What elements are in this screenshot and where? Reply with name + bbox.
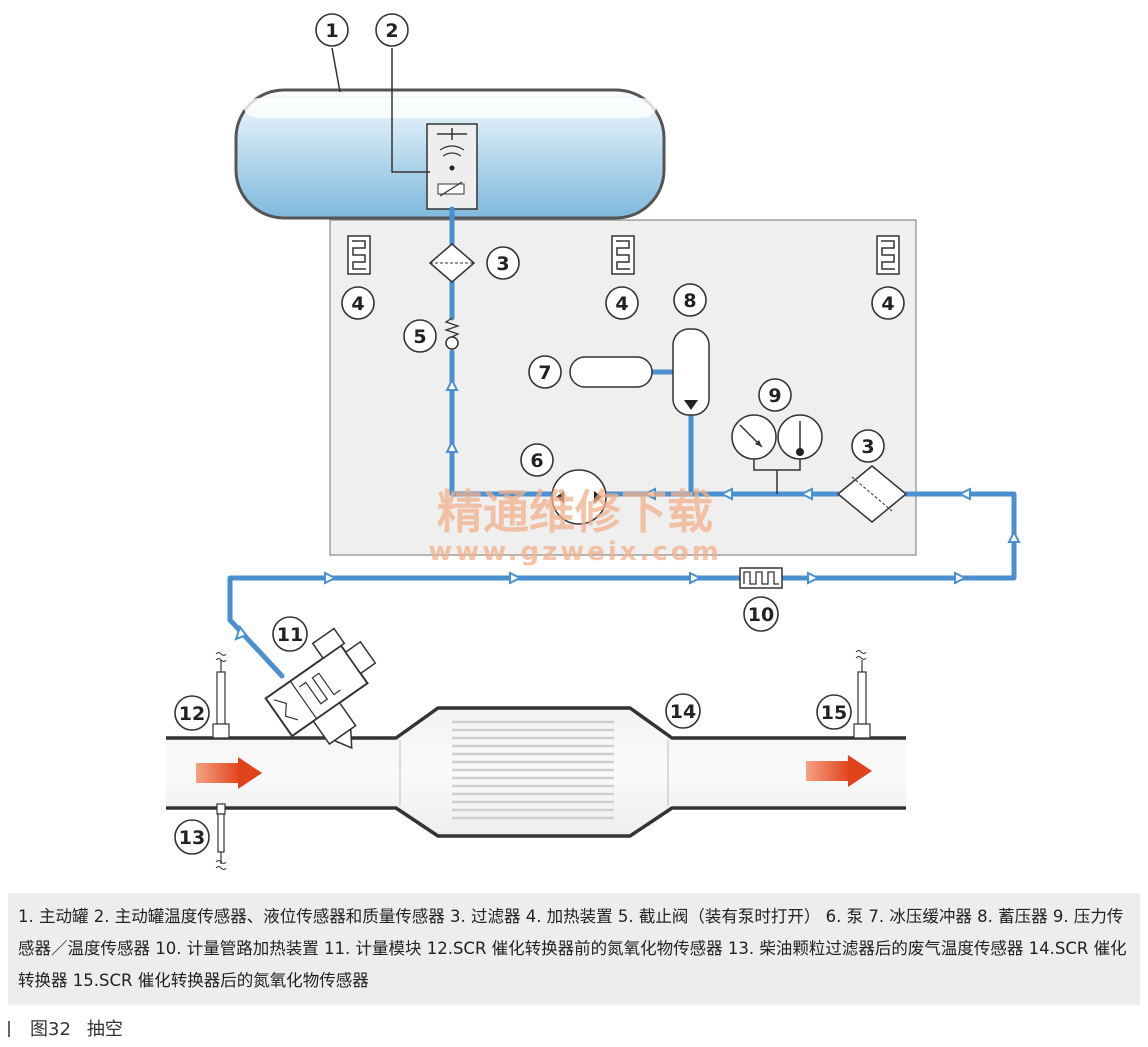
heater-right [876, 235, 900, 275]
svg-text:4: 4 [615, 293, 628, 315]
figure-caption: 图32 抽空 [8, 1015, 123, 1041]
nox-sensor-after-scr [853, 650, 871, 739]
svg-text:1: 1 [325, 20, 338, 42]
svg-text:9: 9 [768, 385, 781, 407]
callout-7: 7 [528, 355, 562, 389]
svg-text:2: 2 [385, 20, 398, 42]
callout-13: 13 [174, 819, 210, 855]
heater-middle [611, 235, 635, 275]
legend-text: 1. 主动罐 2. 主动罐温度传感器、液位传感器和质量传感器 3. 过滤器 4.… [18, 907, 1127, 990]
callout-11: 11 [272, 616, 308, 652]
svg-text:3: 3 [496, 253, 509, 275]
svg-text:3: 3 [861, 436, 874, 458]
callout-14: 14 [665, 693, 701, 729]
scr-system-diagram: 精通维修下载 www.gzweix.com 1 2 3 3 4 4 4 5 6 … [166, 13, 1021, 870]
svg-text:12: 12 [179, 703, 205, 725]
watermark-line2: www.gzweix.com [428, 537, 722, 567]
exhaust-flow-arrow-left [196, 757, 262, 789]
callout-2: 2 [375, 13, 409, 47]
svg-text:4: 4 [351, 293, 364, 315]
pump [551, 469, 607, 525]
callout-line-1 [331, 47, 341, 93]
svg-text:13: 13 [179, 827, 205, 849]
callout-4-middle: 4 [605, 286, 639, 320]
flow-arrows [234, 377, 1021, 641]
filter-top [428, 243, 476, 283]
caption-bar [8, 1021, 10, 1037]
metering-module [264, 627, 377, 750]
callout-line-2 [391, 48, 430, 173]
exhaust-temperature-sensor [215, 803, 227, 870]
watermark-line1: 精通维修下载 [437, 485, 713, 539]
figure-number: 图32 [30, 1019, 71, 1040]
callout-3-top: 3 [486, 246, 520, 280]
callout-4-right: 4 [871, 286, 905, 320]
svg-text:8: 8 [683, 290, 696, 312]
callout-12: 12 [174, 695, 210, 731]
svg-text:5: 5 [413, 326, 426, 348]
svg-text:15: 15 [821, 702, 847, 724]
nox-sensor-before-scr [212, 652, 230, 739]
pressure-temperature-sensors [731, 414, 823, 494]
shutoff-valve [443, 317, 461, 350]
callout-4-left: 4 [341, 286, 375, 320]
callout-5: 5 [403, 319, 437, 353]
legend-box: 1. 主动罐 2. 主动罐温度传感器、液位传感器和质量传感器 3. 过滤器 4.… [8, 893, 1140, 1005]
exhaust-flow-arrow-right [806, 755, 872, 787]
callout-15: 15 [816, 694, 852, 730]
svg-text:4: 4 [881, 293, 894, 315]
svg-text:6: 6 [530, 450, 543, 472]
figure-title: 抽空 [86, 1019, 123, 1040]
svg-text:14: 14 [670, 701, 696, 723]
filter-right [836, 465, 908, 523]
callout-1: 1 [315, 13, 349, 47]
scr-catalytic-converter [399, 720, 669, 820]
callout-8: 8 [673, 283, 707, 317]
svg-text:7: 7 [538, 362, 551, 384]
svg-text:10: 10 [748, 604, 774, 626]
heater-left [347, 235, 371, 275]
ice-pressure-buffer [569, 356, 653, 388]
callout-9: 9 [758, 378, 792, 412]
pressure-accumulator [672, 328, 710, 416]
callout-6: 6 [520, 443, 554, 477]
svg-text:11: 11 [277, 624, 303, 646]
callout-3-right: 3 [851, 429, 885, 463]
tank-sensor-unit [426, 123, 478, 210]
metering-line-heater [739, 567, 783, 589]
callout-10: 10 [743, 596, 779, 632]
